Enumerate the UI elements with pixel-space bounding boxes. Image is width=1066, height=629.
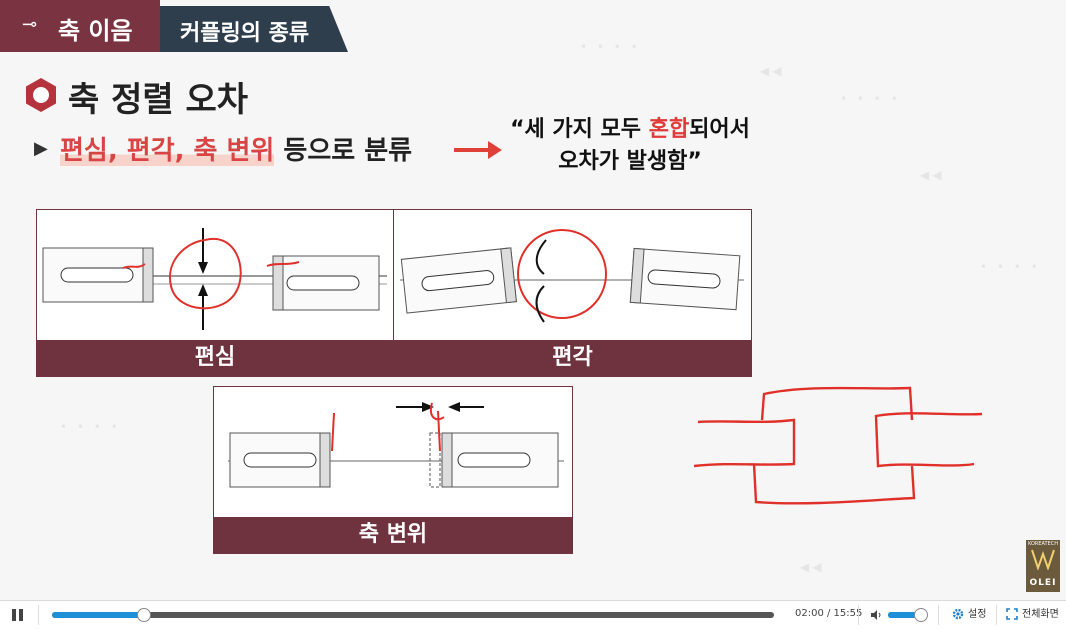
video-player-bar: 02:00 / 15:55 설정 전체화면 (0, 600, 1066, 629)
olei-logo: KOREATECH OLEI (1026, 540, 1060, 592)
settings-label: 설정 (968, 609, 987, 620)
panel-label: 편각 (394, 340, 751, 376)
divider (38, 605, 39, 625)
quote-text: 오차가 발생함” (558, 149, 702, 174)
red-arrow-icon (454, 141, 502, 159)
axial-diagram (228, 402, 564, 488)
decor-dots: • • • • (60, 420, 121, 434)
gear-icon (952, 608, 964, 620)
fullscreen-icon (1006, 608, 1018, 620)
arrow-right-icon: ⊸ (22, 14, 38, 35)
panel-label: 축 변위 (214, 517, 572, 553)
progress-fill (52, 612, 143, 618)
logo-name: OLEI (1029, 578, 1057, 588)
progress-slider[interactable] (52, 608, 774, 622)
pause-icon (19, 609, 23, 621)
eccentric-diagram (42, 228, 387, 330)
slide-title: 축 정렬 오차 (68, 80, 249, 120)
tab-active-chapter: ⊸ 축 이음 (0, 0, 160, 52)
volume-fill (888, 612, 921, 618)
pause-icon (12, 609, 16, 621)
tab-section: 커플링의 종류 (160, 6, 348, 52)
angular-diagram (400, 229, 744, 323)
logo-mark-icon (1031, 549, 1055, 570)
logo-top-text: KOREATECH (1027, 541, 1059, 547)
slide-subtitle: 편심, 편각, 축 변위 등으로 분류 (60, 130, 412, 167)
diagram-panel-axial: 축 변위 (213, 386, 573, 554)
quote-emphasis: 혼합 (648, 117, 690, 142)
fullscreen-label: 전체화면 (1022, 609, 1059, 620)
diagram-panel-eccentric: 편심 (36, 209, 394, 377)
diagram-panel-angular: 편각 (393, 209, 752, 377)
divider (858, 605, 859, 625)
pause-button[interactable] (12, 609, 24, 621)
decor-dots: ◀◀ (800, 560, 825, 574)
lecture-slide: • • • • ◀◀ • • • • ◀◀ • • • • • • • • ◀◀… (0, 0, 1060, 592)
chapter-title: 축 이음 (58, 17, 133, 45)
decor-dots: ◀◀ (920, 168, 945, 182)
settings-button[interactable]: 설정 (952, 607, 986, 623)
divider (938, 605, 939, 625)
quote-text: “세 가지 모두 (510, 117, 649, 142)
decor-dots: ◀◀ (760, 64, 785, 78)
divider (996, 605, 997, 625)
triangle-bullet-icon: ▶ (34, 138, 48, 159)
playback-time: 02:00 / 15:55 (795, 608, 863, 619)
subtitle-highlight: 편심, 편각, 축 변위 (60, 136, 275, 166)
subtitle-rest: 등으로 분류 (274, 136, 413, 166)
note-quote: “세 가지 모두 혼합되어서 오차가 발생함” (510, 114, 750, 178)
decor-dots: • • • • (980, 260, 1041, 274)
hexagon-bullet-icon (26, 78, 56, 112)
progress-handle[interactable] (136, 608, 151, 622)
handwritten-coupling-sketch (693, 386, 983, 505)
decor-dots: • • • • (580, 40, 641, 54)
decor-dots: • • • • (840, 92, 901, 106)
fullscreen-button[interactable]: 전체화면 (1006, 607, 1059, 623)
volume-handle[interactable] (914, 608, 929, 622)
panel-label: 편심 (37, 340, 393, 376)
section-title: 커플링의 종류 (180, 21, 310, 46)
quote-text: 되어서 (689, 117, 750, 142)
volume-slider[interactable] (888, 608, 929, 622)
volume-icon[interactable] (870, 609, 882, 621)
